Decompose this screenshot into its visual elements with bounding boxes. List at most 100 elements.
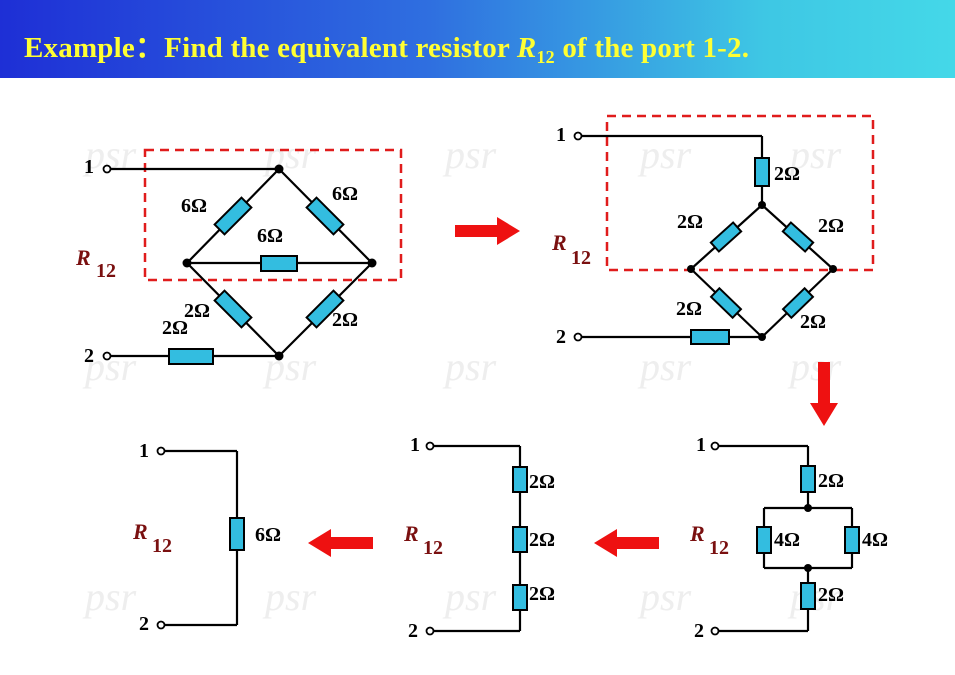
watermark: psr (262, 574, 317, 619)
port-subscript: 12 (423, 537, 443, 559)
resistor (756, 526, 772, 554)
arrow-right-icon (455, 217, 520, 245)
watermark: psr (442, 344, 497, 389)
resistor (213, 196, 253, 236)
watermarks: psr psr psr psr psr psr psr psr psr psr … (82, 132, 842, 619)
resistor-value: 2Ω (818, 215, 844, 237)
terminal-2-label: 2 (84, 345, 94, 367)
resistor (800, 582, 816, 610)
terminal (573, 332, 583, 342)
terminal-2-label: 2 (139, 613, 149, 635)
node (687, 265, 695, 273)
title-subscript: 12 (536, 47, 555, 67)
terminal-1-label: 1 (84, 156, 94, 178)
highlight-box (143, 148, 403, 282)
resistor (690, 329, 730, 345)
resistor (709, 286, 743, 320)
watermark: psr (262, 344, 317, 389)
resistor-value: 2Ω (184, 300, 210, 322)
port-symbol: R (75, 245, 91, 270)
resistor-value: 4Ω (774, 529, 800, 551)
resistor (168, 348, 214, 365)
resistor (754, 157, 770, 187)
resistor-value: 2Ω (800, 311, 826, 333)
watermark: psr (82, 574, 137, 619)
terminal (102, 164, 112, 174)
circuit-step-2: 1 2 R 12 2Ω 2Ω 2Ω 2Ω 2Ω (551, 114, 875, 348)
port-symbol: R (403, 521, 419, 546)
resistor (512, 584, 528, 611)
terminal (156, 446, 166, 456)
port-subscript: 12 (709, 537, 729, 559)
terminal (425, 626, 435, 636)
resistor-value: 2Ω (529, 471, 555, 493)
watermark: psr (637, 344, 692, 389)
terminal (425, 441, 435, 451)
watermark: psr (442, 574, 497, 619)
port-symbol: R (551, 230, 567, 255)
watermark: psr (637, 132, 692, 177)
resistor (709, 221, 743, 253)
terminal-1-label: 1 (139, 440, 149, 462)
resistor-value: 6Ω (332, 183, 358, 205)
resistor-value: 2Ω (774, 163, 800, 185)
arrow-left-icon (308, 529, 373, 557)
title-prefix: Example： (24, 32, 165, 64)
page-title: Example：Find the equivalent resistor R12… (24, 24, 749, 68)
resistor-value: 2Ω (818, 470, 844, 492)
resistor (512, 466, 528, 493)
resistor-value: 2Ω (162, 317, 188, 339)
terminal (102, 351, 112, 361)
watermark: psr (262, 132, 317, 177)
node (182, 258, 192, 268)
port-symbol: R (132, 519, 148, 544)
resistor-value: 2Ω (818, 584, 844, 606)
watermark: psr (82, 344, 137, 389)
terminal (710, 626, 720, 636)
arrow-down-icon (810, 362, 838, 426)
watermark: psr (637, 574, 692, 619)
resistor (844, 526, 860, 554)
circuit-step-5: 1 2 R 12 6Ω (132, 440, 281, 635)
title-banner: Example：Find the equivalent resistor R12… (0, 0, 955, 78)
resistor (229, 517, 245, 551)
resistor-value: 6Ω (255, 524, 281, 546)
resistor-value: 2Ω (529, 529, 555, 551)
node (804, 504, 812, 512)
resistor (800, 465, 816, 493)
watermark: psr (442, 132, 497, 177)
title-text: Find the equivalent resistor (164, 32, 517, 64)
resistor-value: 6Ω (257, 225, 283, 247)
node (274, 164, 284, 174)
terminal (156, 620, 166, 630)
node (274, 351, 284, 361)
node (829, 265, 837, 273)
port-subscript: 12 (152, 535, 172, 557)
resistor (305, 289, 345, 329)
title-suffix: of the port 1-2. (554, 32, 750, 64)
node (758, 201, 766, 209)
terminal-1-label: 1 (696, 434, 706, 456)
resistor (781, 221, 815, 253)
terminal (573, 131, 583, 141)
watermark: psr (787, 132, 842, 177)
circuit-step-4: 1 2 R 12 2Ω 2Ω 2Ω (403, 434, 555, 642)
watermark: psr (787, 344, 842, 389)
arrow-left-icon (594, 529, 659, 557)
terminal-2-label: 2 (408, 620, 418, 642)
resistor (512, 526, 528, 553)
resistor-value: 2Ω (332, 309, 358, 331)
circuit-step-3: 1 2 R 12 2Ω 4Ω 4Ω 2Ω (689, 434, 888, 642)
terminal-1-label: 1 (556, 124, 566, 146)
terminal-2-label: 2 (694, 620, 704, 642)
resistor-value: 2Ω (529, 583, 555, 605)
terminal (710, 441, 720, 451)
terminal-1-label: 1 (410, 434, 420, 456)
node (758, 333, 766, 341)
resistor (213, 289, 253, 329)
resistor-value: 6Ω (181, 195, 207, 217)
node (804, 564, 812, 572)
node (367, 258, 377, 268)
resistor (260, 255, 298, 272)
circuit-diagram: psr psr psr psr psr psr psr psr psr psr … (75, 114, 888, 642)
